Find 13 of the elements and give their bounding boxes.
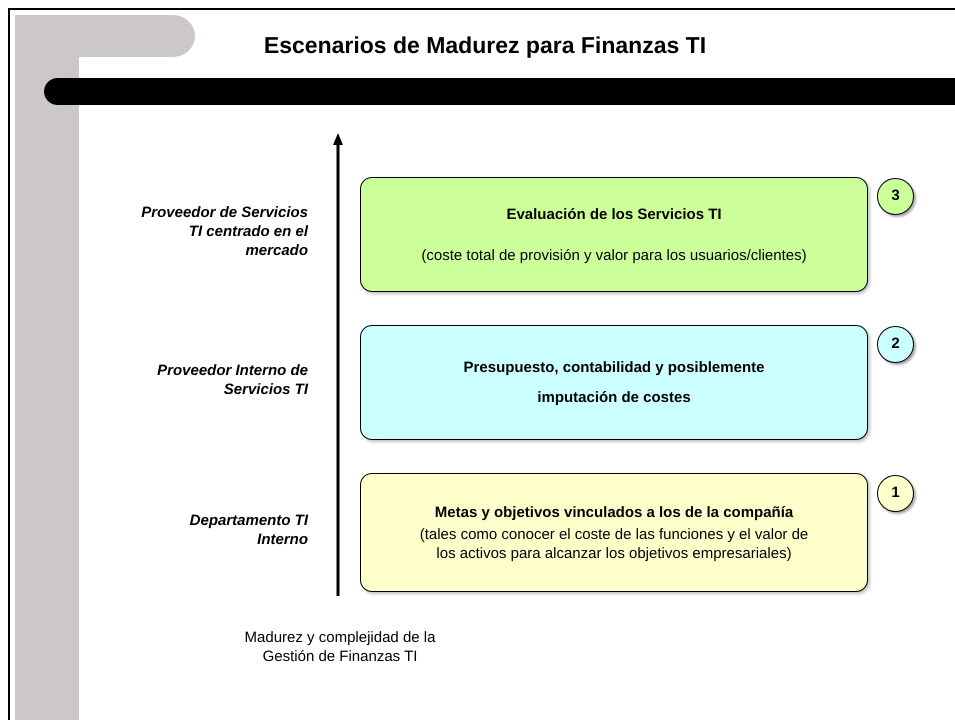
stage-description: (tales como conocer el coste de las funciones y el valor de los activos para alcanzar los objetivos empresariales): [418, 524, 810, 563]
level-label: Proveedor Interno de Servicios TI: [156, 361, 308, 399]
stage-box: [360, 177, 868, 292]
axis-label: Madurez y complejidad de la Gestión de Finanzas TI: [244, 628, 436, 666]
stage-box: [360, 473, 868, 592]
stage-description: (coste total de provisión y valor para los usuarios/clientes): [420, 246, 808, 266]
stage-heading: Metas y objetivos vinculados a los de la compañía: [434, 503, 794, 524]
level-label: Departamento TI Interno: [188, 511, 308, 549]
title: Escenarios de Madurez para Finanzas TI: [262, 31, 708, 60]
stage-box: [360, 325, 868, 440]
stage-heading: Presupuesto, contabilidad y posiblemente imputación de costes: [462, 358, 766, 408]
stage-heading: Evaluación de los Servicios TI: [506, 204, 722, 225]
level-label: Proveedor de Servicios TI centrado en el mercado: [140, 203, 308, 260]
